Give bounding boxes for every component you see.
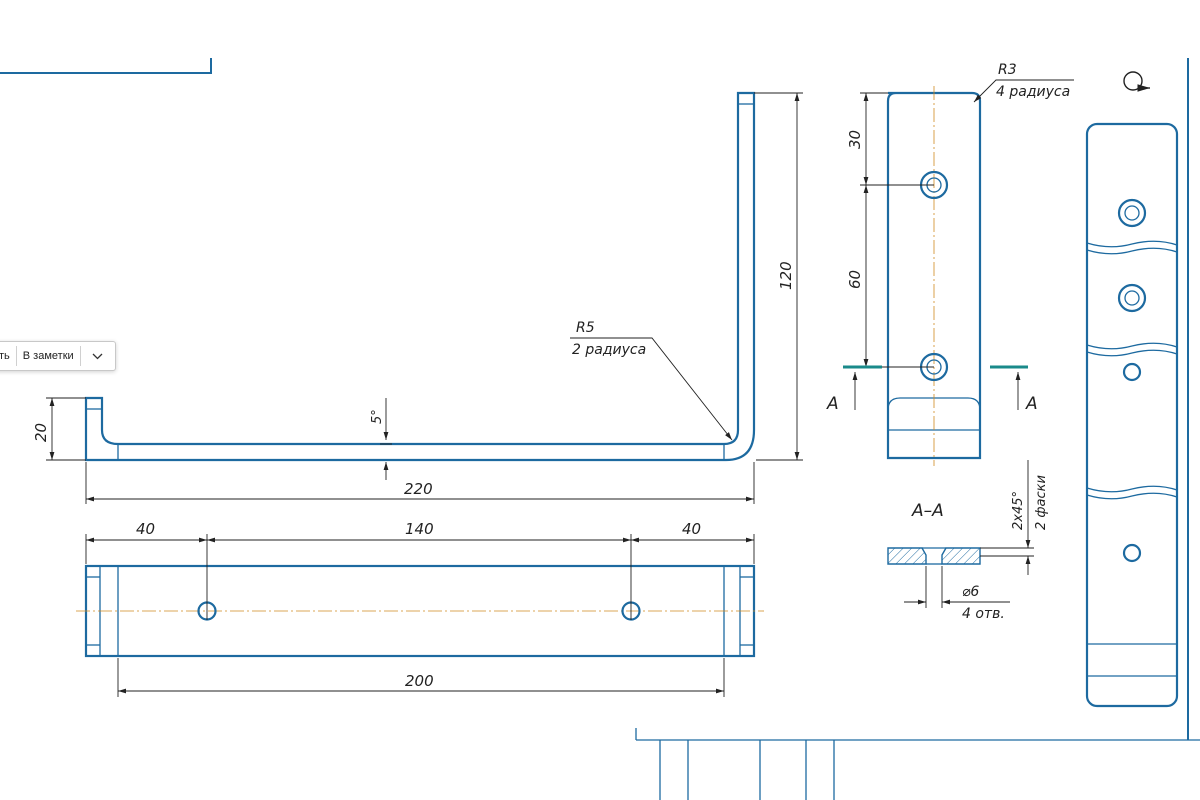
toolbar-separator xyxy=(15,346,17,366)
plan-view: 40 140 40 200 xyxy=(76,520,764,697)
rotated-view-icon xyxy=(1123,71,1150,92)
front-radius-note: 2 радиуса xyxy=(572,342,646,358)
side-spacing-dim: 60 xyxy=(846,270,864,289)
side-top-dim: 30 xyxy=(846,130,864,149)
front-lip-dim: 20 xyxy=(32,423,50,442)
chevron-down-icon xyxy=(92,353,103,359)
section-chamfer-dim: 2x45° xyxy=(1011,491,1026,530)
front-radius-label: R5 xyxy=(576,320,595,336)
front-height-dim: 120 xyxy=(777,261,795,290)
plan-left-dim: 40 xyxy=(136,520,155,538)
copy-button-label: ть xyxy=(0,350,10,362)
plan-inner-dim: 200 xyxy=(405,672,434,690)
copy-button[interactable]: ть xyxy=(0,342,16,370)
front-length-dim: 220 xyxy=(404,480,433,498)
section-view: А–А 2x45° 2 фаски ⌀6 4 отв. xyxy=(887,460,1049,622)
section-title: А–А xyxy=(911,501,944,521)
side-view: 30 60 R3 4 радиуса A A xyxy=(826,62,1074,466)
section-hole-dim: ⌀6 xyxy=(962,584,979,600)
floating-toolbar: ть В заметки xyxy=(0,341,116,371)
add-to-notes-label: В заметки xyxy=(22,350,74,362)
cut-label-left: A xyxy=(826,394,839,414)
section-chamfer-note: 2 фаски xyxy=(1034,475,1049,530)
front-view: 120 20 5° 220 R5 2 радиуса xyxy=(32,91,803,504)
side-radius-label: R3 xyxy=(998,62,1017,78)
flat-pattern-view xyxy=(1085,71,1179,708)
toolbar-dropdown-button[interactable] xyxy=(81,342,115,370)
side-radius-note: 4 радиуса xyxy=(996,84,1070,100)
front-angle-dim: 5° xyxy=(370,409,385,424)
sheet-frame xyxy=(0,58,1200,800)
plan-middle-dim: 140 xyxy=(405,520,434,538)
toolbar-separator xyxy=(79,346,81,366)
add-to-notes-button[interactable]: В заметки xyxy=(17,342,80,370)
cut-label-right: A xyxy=(1025,394,1038,414)
section-hole-note: 4 отв. xyxy=(962,606,1005,622)
plan-right-dim: 40 xyxy=(682,520,701,538)
